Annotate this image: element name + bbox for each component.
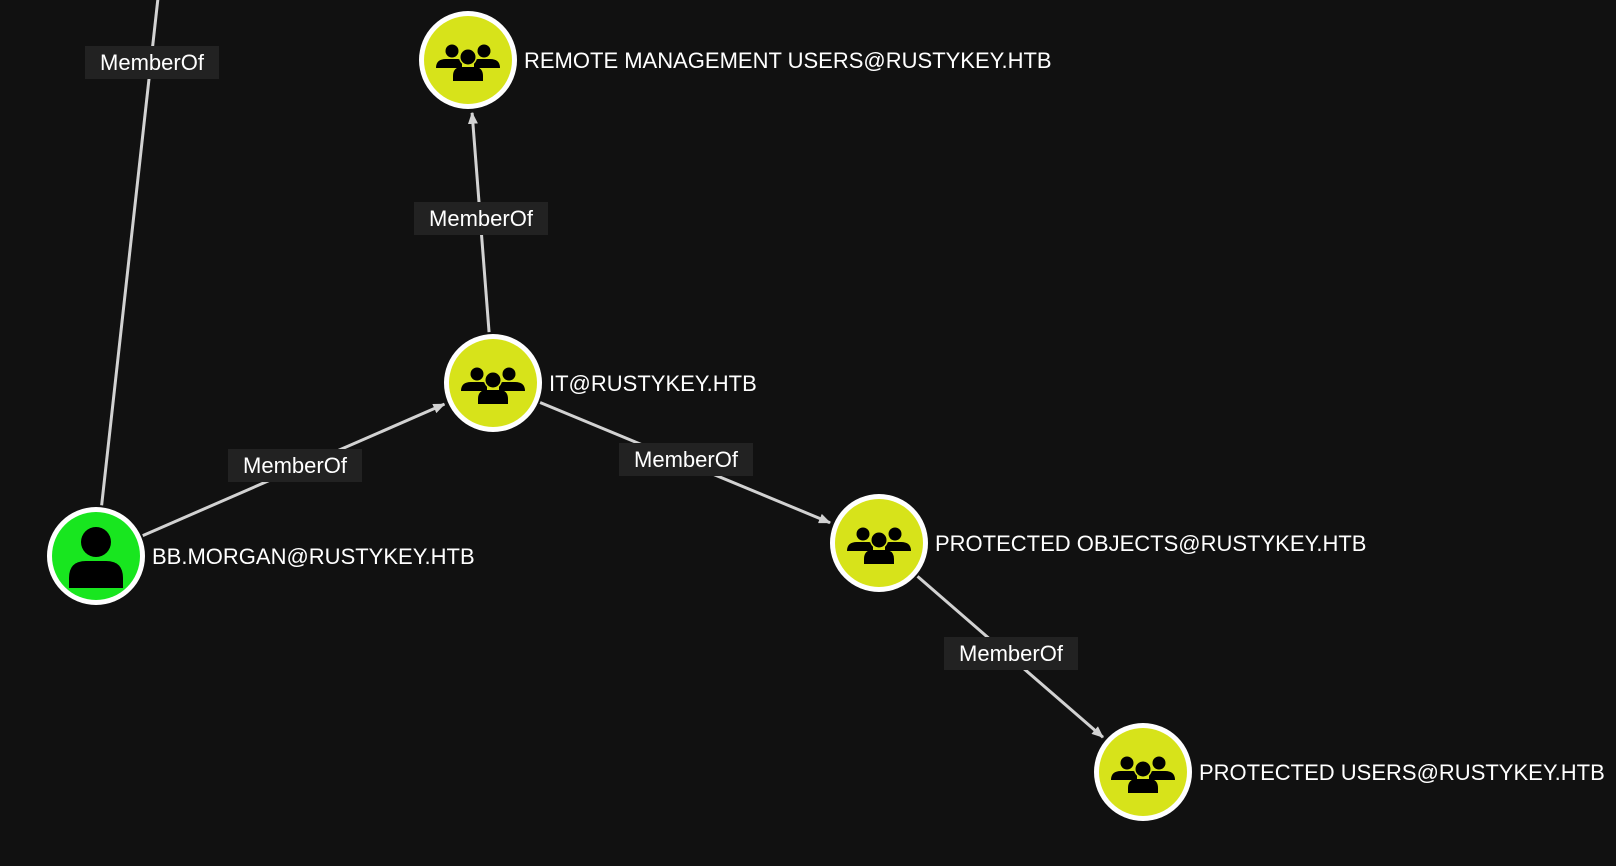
group-icon bbox=[461, 367, 525, 404]
edge-label-text: MemberOf bbox=[634, 447, 739, 472]
edge-label-text: MemberOf bbox=[100, 50, 205, 75]
group-icon bbox=[436, 44, 500, 81]
node-label: BB.MORGAN@RUSTYKEY.HTB bbox=[152, 544, 475, 569]
node-bb-morgan[interactable]: BB.MORGAN@RUSTYKEY.HTB bbox=[47, 507, 475, 605]
edge-label-bb_to_it: MemberOf bbox=[228, 449, 362, 482]
edge-label-text: MemberOf bbox=[429, 206, 534, 231]
node-label: PROTECTED OBJECTS@RUSTYKEY.HTB bbox=[935, 531, 1366, 556]
edge-label-text: MemberOf bbox=[959, 641, 1064, 666]
edge-label-protobj_to_protusers: MemberOf bbox=[944, 637, 1078, 670]
group-icon bbox=[847, 527, 911, 564]
user-icon bbox=[69, 527, 123, 588]
node-label: REMOTE MANAGEMENT USERS@RUSTYKEY.HTB bbox=[524, 48, 1052, 73]
node-label: PROTECTED USERS@RUSTYKEY.HTB bbox=[1199, 760, 1605, 785]
node-protected-objects[interactable]: PROTECTED OBJECTS@RUSTYKEY.HTB bbox=[830, 494, 1366, 592]
node-protected-users[interactable]: PROTECTED USERS@RUSTYKEY.HTB bbox=[1094, 723, 1605, 821]
edge-label-text: MemberOf bbox=[243, 453, 348, 478]
edge-label-background bbox=[85, 46, 219, 79]
edges-layer bbox=[100, 0, 1104, 739]
nodes-layer: REMOTE MANAGEMENT USERS@RUSTYKEY.HTB IT@R… bbox=[47, 11, 1605, 821]
edge-label-it_to_remote: MemberOf bbox=[414, 202, 548, 235]
node-label: IT@RUSTYKEY.HTB bbox=[549, 371, 757, 396]
edge-label-background bbox=[619, 443, 753, 476]
edge-label-bb_to_offscreen: MemberOf bbox=[85, 46, 219, 79]
edge-label-it_to_protobj: MemberOf bbox=[619, 443, 753, 476]
edge-label-background bbox=[228, 449, 362, 482]
group-icon bbox=[1111, 756, 1175, 793]
node-remote-mgmt[interactable]: REMOTE MANAGEMENT USERS@RUSTYKEY.HTB bbox=[419, 11, 1052, 109]
edge-label-background bbox=[944, 637, 1078, 670]
edge-label-background bbox=[414, 202, 548, 235]
node-it[interactable]: IT@RUSTYKEY.HTB bbox=[444, 334, 757, 432]
